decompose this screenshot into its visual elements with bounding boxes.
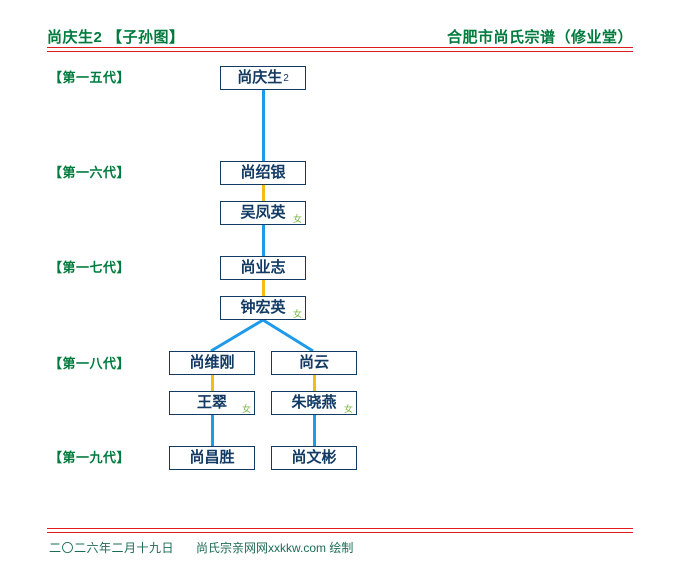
person-node[interactable]: 尚文彬 [271, 446, 357, 470]
line-n7-to-n10 [211, 415, 214, 446]
chart-title-right: 合肥市尚氏宗谱（修业堂） [446, 29, 633, 46]
female-marker-icon: 女 [241, 404, 251, 414]
chart-title-left: 尚庆生2 【子孙图】 [47, 29, 185, 46]
spouse-line-n4-n5 [262, 280, 265, 296]
person-name: 钟宏英 [240, 299, 286, 316]
person-name-index: 2 [283, 73, 289, 84]
person-name: 尚业志 [240, 259, 286, 276]
person-name: 王翠 [196, 394, 227, 411]
person-name: 尚庆生 [237, 69, 283, 86]
header-divider-top [47, 47, 633, 48]
person-name: 尚文彬 [291, 449, 337, 466]
person-node[interactable]: 吴凤英女 [220, 201, 306, 225]
chart-header: 尚庆生2 【子孙图】 合肥市尚氏宗谱（修业堂） [47, 26, 633, 48]
person-node[interactable]: 尚维刚 [169, 351, 255, 375]
spouse-line-n2-n3 [262, 185, 265, 201]
person-name: 吴凤英 [240, 204, 286, 221]
footer-divider-top [47, 528, 633, 529]
person-name: 尚云 [298, 354, 329, 371]
person-node[interactable]: 钟宏英女 [220, 296, 306, 320]
person-node[interactable]: 尚云 [271, 351, 357, 375]
generation-label: 【第一八代】 [49, 356, 131, 371]
person-node[interactable]: 王翠女 [169, 391, 255, 415]
person-name: 尚昌胜 [189, 449, 235, 466]
female-marker-icon: 女 [343, 404, 353, 414]
spouse-line-n6-n7 [211, 375, 214, 391]
person-node[interactable]: 尚庆生2 [220, 66, 306, 90]
generation-label: 【第一九代】 [49, 450, 131, 465]
person-name: 朱晓燕 [291, 394, 337, 411]
line-n9-to-n11 [313, 415, 316, 446]
female-marker-icon: 女 [292, 309, 302, 319]
header-divider-bottom [47, 51, 633, 52]
generation-label: 【第一五代】 [49, 70, 131, 85]
footer-credit: 尚氏宗亲网网xxkkw.com 绘制 [196, 541, 354, 555]
line-n1-to-n2 [262, 90, 265, 161]
branch-right-arm [262, 318, 314, 353]
person-node[interactable]: 尚昌胜 [169, 446, 255, 470]
branch-left-arm [210, 318, 264, 353]
generation-label: 【第一七代】 [49, 260, 131, 275]
footer-divider-bottom [47, 532, 633, 533]
line-n3-to-n4 [262, 225, 265, 256]
person-node[interactable]: 尚绍银 [220, 161, 306, 185]
person-name: 尚维刚 [189, 354, 235, 371]
generation-label: 【第一六代】 [49, 165, 131, 180]
person-name: 尚绍银 [240, 164, 286, 181]
footer-date: 二〇二六年二月十九日 [49, 541, 175, 555]
female-marker-icon: 女 [292, 214, 302, 224]
person-node[interactable]: 朱晓燕女 [271, 391, 357, 415]
person-node[interactable]: 尚业志 [220, 256, 306, 280]
spouse-line-n8-n9 [313, 375, 316, 391]
